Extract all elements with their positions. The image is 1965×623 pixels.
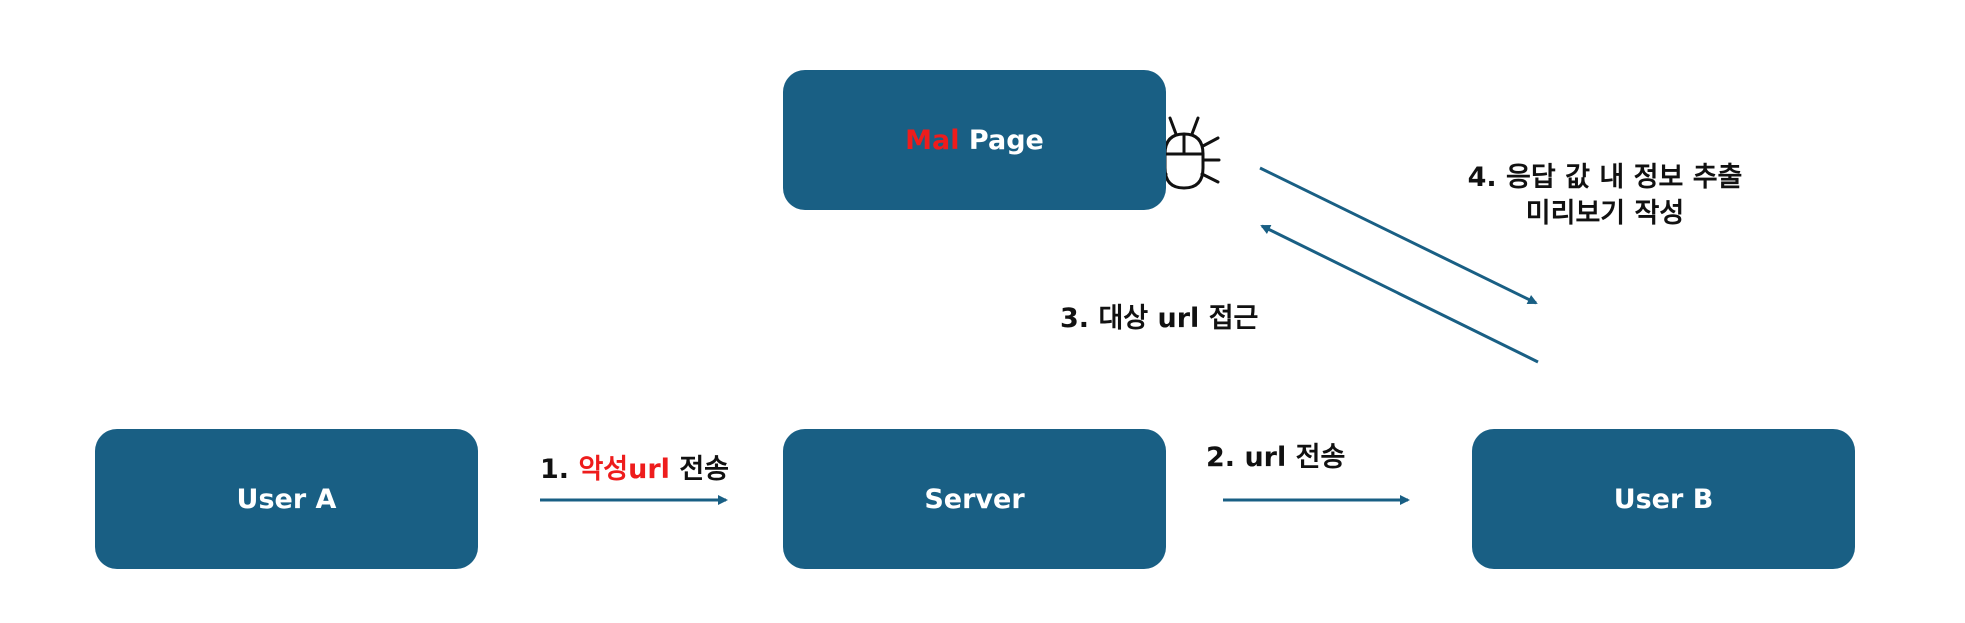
user-b-node: User B [1472,429,1855,569]
step-1-prefix: 1. [540,454,579,485]
user-a-node: User A [95,429,478,569]
step-1-suffix: 전송 [669,454,730,485]
step-3-label: 3. 대상 url 접근 [1060,303,1259,334]
step-1-label: 1. 악성url 전송 [540,453,729,487]
page-label: Page [968,124,1044,156]
step-2-label: 2. url 전송 [1206,442,1346,473]
server-node: Server [783,429,1166,569]
mal-label: Mal [905,124,960,156]
mal-page-node: Mal Page [783,70,1166,210]
step-1-highlight: 악성url [578,454,670,485]
arrow-malpage-to-userb [1259,166,1538,305]
arrow-userb-to-malpage [1260,224,1539,364]
step-4-line-1: 4. 응답 값 내 정보 추출 [1467,162,1743,193]
step-4-label: 4. 응답 값 내 정보 추출 미리보기 작성 [1440,160,1770,232]
step-4-line-2: 미리보기 작성 [1525,198,1685,229]
